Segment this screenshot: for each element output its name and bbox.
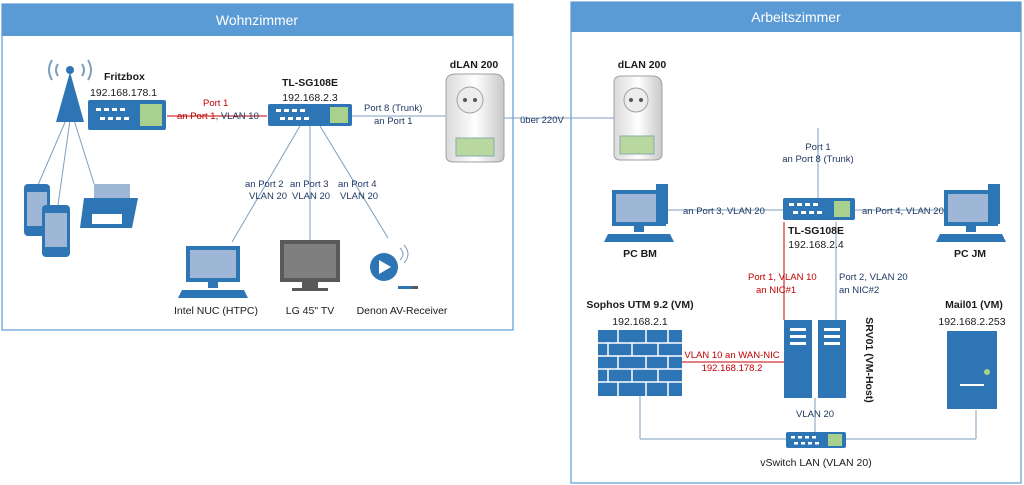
server-icon [947,331,997,409]
switch-icon [783,198,855,220]
nic1-port: Port 1, VLAN 10 [748,272,817,283]
receiver-icon [370,244,418,289]
sophos-ip: 192.168.2.1 [612,316,668,328]
nuc-label: Intel NUC (HTPC) [174,305,258,317]
room-title-office: Arbeitszimmer [751,9,841,25]
living-switch-ip: 192.168.2.3 [282,92,338,104]
links [37,115,977,440]
fritz-link-vlan-ref: , VLAN 10 [216,111,259,122]
fritz-link-vlan: an Port 1, VLAN 10 [177,111,259,122]
port4-vlan: VLAN 20 [340,191,378,202]
office-port4-label: an Port 4, VLAN 20 [862,206,944,217]
living-switch-name: TL-SG108E [282,77,338,89]
fritz-link-port: Port 1 [203,98,228,109]
fritz-link-port-ref: an Port 1 [177,111,216,122]
office-switch-ip: 192.168.2.4 [788,239,844,251]
pc-bm-label: PC BM [623,248,657,260]
denon-label: Denon AV-Receiver [357,305,448,317]
fritzbox-label: Fritzbox [104,71,145,83]
powerline-label: über 220V [520,115,565,126]
tv-icon [280,240,340,291]
vlan20-label: VLAN 20 [796,409,834,420]
port3-vlan: VLAN 20 [292,191,330,202]
trunk-port-label: an Port 1 [374,116,413,127]
printer-icon [80,184,138,228]
red-links [167,115,785,363]
room-title-living: Wohnzimmer [216,12,299,28]
desktop-pc-icon [178,246,248,298]
sophos-label: Sophos UTM 9.2 (VM) [586,299,693,311]
vswitch-label: vSwitch LAN (VLAN 20) [760,457,871,469]
switch-icon [268,104,352,126]
desktop-pc-icon [936,184,1006,242]
fritzbox-ip: 192.168.178.1 [90,87,157,99]
nic2-port: Port 2, VLAN 20 [839,272,908,283]
office-up-port: Port 1 [805,142,830,153]
tablet-icon [42,205,70,257]
wan-ip-label: 192.168.178.2 [702,363,763,374]
wan-nic-label: VLAN 10 an WAN-NIC [684,350,779,361]
firewall-icon [598,330,682,396]
pc-jm-label: PC JM [954,248,986,260]
living-dlan-label: dLAN 200 [450,59,499,71]
dlan-adapter-icon [445,73,505,163]
srv01-label: SRV01 (VM-Host) [863,317,875,403]
mail01-ip: 192.168.2.253 [938,316,1005,328]
wifi-tower-icon [48,59,92,122]
desktop-pc-icon [604,184,674,242]
port2-vlan: VLAN 20 [249,191,287,202]
server-icon [784,320,846,398]
room-wohnzimmer: Wohnzimmer [1,3,514,331]
trunk-label: Port 8 (Trunk) [364,103,422,114]
port3-label: an Port 3 [290,179,329,190]
office-dlan-label: dLAN 200 [618,59,667,71]
office-port3-label: an Port 3, VLAN 20 [683,206,765,217]
office-up-trunk: an Port 8 (Trunk) [782,154,853,165]
port2-label: an Port 2 [245,179,284,190]
port4-label: an Port 4 [338,179,377,190]
mail01-label: Mail01 (VM) [945,299,1003,311]
dlan-adapter-icon [613,75,663,161]
router-icon [88,100,166,130]
tv-label: LG 45" TV [286,305,334,317]
vswitch-icon [786,432,846,448]
nic1-label: an NIC#1 [756,285,796,296]
nic2-label: an NIC#2 [839,285,879,296]
office-switch-name: TL-SG108E [788,225,844,237]
